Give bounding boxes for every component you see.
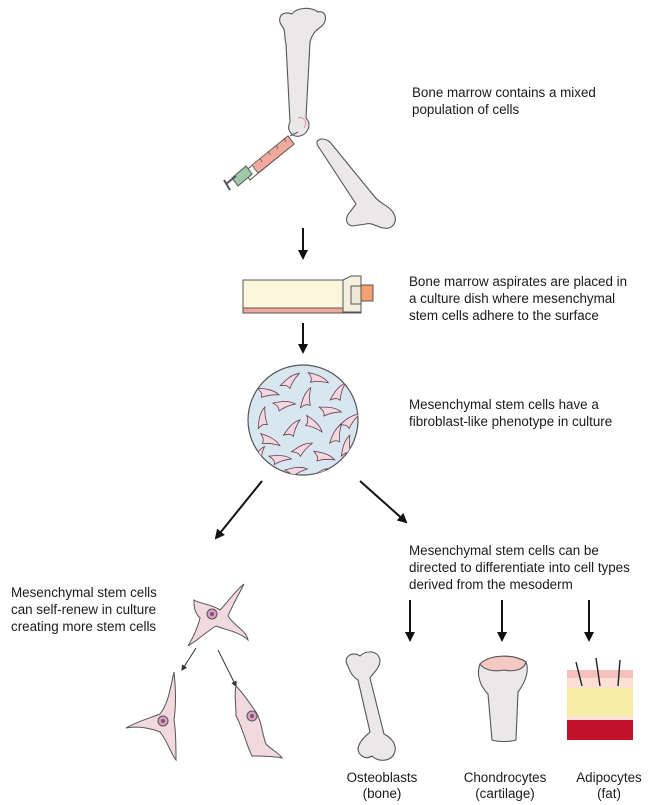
caption-line: Mesenchymal stem cells can be bbox=[409, 542, 630, 559]
caption-line: population of cells bbox=[412, 101, 596, 118]
caption-marrow: Bone marrow contains a mixed population … bbox=[412, 84, 596, 118]
cell-type-sub: (bone) bbox=[342, 786, 422, 802]
bone-fragment-illustration bbox=[317, 139, 395, 228]
self-renew-arrow bbox=[218, 650, 236, 686]
caption-line: directed to differentiate into cell type… bbox=[409, 559, 630, 576]
cell-type-sub: (fat) bbox=[569, 786, 649, 802]
caption-line: creating more stem cells bbox=[11, 618, 157, 635]
self-renew-arrow bbox=[182, 648, 196, 670]
syringe-illustration bbox=[224, 132, 298, 190]
cell-type-name: Chondrocytes bbox=[457, 770, 553, 786]
label-osteoblasts: Osteoblasts (bone) bbox=[342, 770, 422, 802]
caption-line: Mesenchymal stem cells have a bbox=[409, 396, 612, 413]
flow-arrow bbox=[216, 481, 262, 538]
femur-illustration bbox=[280, 8, 326, 136]
cell-type-name: Adipocytes bbox=[569, 770, 649, 786]
caption-line: fibroblast-like phenotype in culture bbox=[409, 413, 612, 430]
caption-phenotype: Mesenchymal stem cells have a fibroblast… bbox=[409, 396, 612, 430]
caption-line: derived from the mesoderm bbox=[409, 576, 630, 593]
caption-line: Mesenchymal stem cells bbox=[11, 584, 157, 601]
cell-type-name: Osteoblasts bbox=[342, 770, 422, 786]
culture-flask-illustration bbox=[243, 276, 373, 313]
caption-differentiate: Mesenchymal stem cells can be directed t… bbox=[409, 542, 630, 593]
cartilage-illustration bbox=[478, 656, 527, 741]
flow-arrow bbox=[360, 481, 406, 522]
caption-line: Bone marrow contains a mixed bbox=[412, 84, 596, 101]
label-adipocytes: Adipocytes (fat) bbox=[569, 770, 649, 802]
caption-line: can self-renew in culture bbox=[11, 601, 157, 618]
cell-type-sub: (cartilage) bbox=[457, 786, 553, 802]
caption-culture: Bone marrow aspirates are placed in a cu… bbox=[409, 273, 627, 324]
caption-line: a culture dish where mesenchymal bbox=[409, 290, 627, 307]
culture-dish-illustration bbox=[247, 365, 362, 488]
fat-tissue-illustration bbox=[567, 658, 633, 740]
caption-line: stem cells adhere to the surface bbox=[409, 307, 627, 324]
caption-self-renew: Mesenchymal stem cells can self-renew in… bbox=[11, 584, 157, 635]
caption-line: Bone marrow aspirates are placed in bbox=[409, 273, 627, 290]
label-chondrocytes: Chondrocytes (cartilage) bbox=[457, 770, 553, 802]
bone-illustration bbox=[346, 652, 395, 760]
